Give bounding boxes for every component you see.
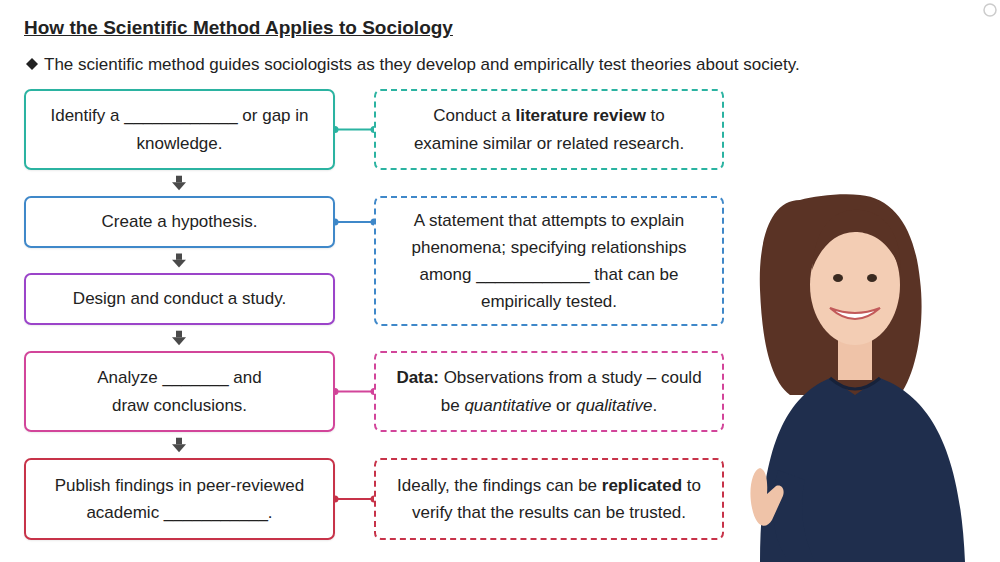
arrow-shaft bbox=[176, 438, 182, 445]
process-box: Identify a ____________ or gap in knowle… bbox=[24, 89, 335, 170]
process-box: Create a hypothesis. bbox=[24, 196, 335, 248]
connector bbox=[172, 248, 186, 273]
link-line bbox=[335, 391, 374, 393]
process-box: Design and conduct a study. bbox=[24, 273, 335, 325]
arrowhead bbox=[172, 260, 186, 268]
note-box: Data: Observations from a study – could … bbox=[374, 351, 724, 432]
bold-term: Data: bbox=[396, 368, 439, 387]
connector bbox=[332, 219, 378, 226]
node-text: Publish findings in peer-reviewed academ… bbox=[35, 472, 325, 526]
node-text: Data: Observations from a study – could … bbox=[389, 364, 709, 418]
corner-icon bbox=[984, 4, 996, 16]
process-box: Analyze _______ and draw conclusions. bbox=[24, 351, 335, 432]
italic-term: qualitative bbox=[576, 396, 653, 415]
arrowhead bbox=[172, 444, 186, 452]
node-text: Conduct a literature review to examine s… bbox=[399, 102, 699, 156]
arrow-shaft bbox=[176, 176, 182, 183]
arrowhead bbox=[172, 337, 186, 345]
node-text: A statement that attempts to explain phe… bbox=[404, 207, 694, 316]
connector bbox=[332, 126, 378, 133]
connector bbox=[172, 325, 186, 351]
link-line bbox=[335, 221, 374, 223]
bullet-text: The scientific method guides sociologist… bbox=[44, 55, 800, 75]
arrowhead bbox=[172, 182, 186, 190]
node-text: Ideally, the findings can be replicated … bbox=[389, 472, 709, 526]
connector bbox=[172, 170, 186, 196]
node-text: Analyze _______ and draw conclusions. bbox=[80, 364, 280, 418]
italic-term: quantitative bbox=[464, 396, 551, 415]
note-box: Conduct a literature review to examine s… bbox=[374, 89, 724, 170]
note-box: Ideally, the findings can be replicated … bbox=[374, 458, 724, 540]
link-line bbox=[335, 498, 374, 500]
presenter-figure bbox=[750, 194, 965, 562]
link-line bbox=[335, 129, 374, 131]
process-box: Publish findings in peer-reviewed academ… bbox=[24, 458, 335, 540]
diagram-title: How the Scientific Method Applies to Soc… bbox=[24, 17, 453, 39]
arrow-shaft bbox=[176, 254, 182, 260]
connector bbox=[332, 496, 378, 503]
bullet-diamond bbox=[26, 58, 38, 70]
bold-term: literature review bbox=[515, 106, 645, 125]
node-text: Identify a ____________ or gap in knowle… bbox=[45, 102, 315, 156]
arrow-shaft bbox=[176, 331, 182, 338]
node-text: Design and conduct a study. bbox=[73, 285, 286, 312]
connector bbox=[172, 432, 186, 458]
note-box: A statement that attempts to explain phe… bbox=[374, 196, 724, 326]
connector bbox=[332, 388, 378, 395]
bold-term: replicated bbox=[602, 476, 682, 495]
node-text: Create a hypothesis. bbox=[102, 208, 258, 235]
